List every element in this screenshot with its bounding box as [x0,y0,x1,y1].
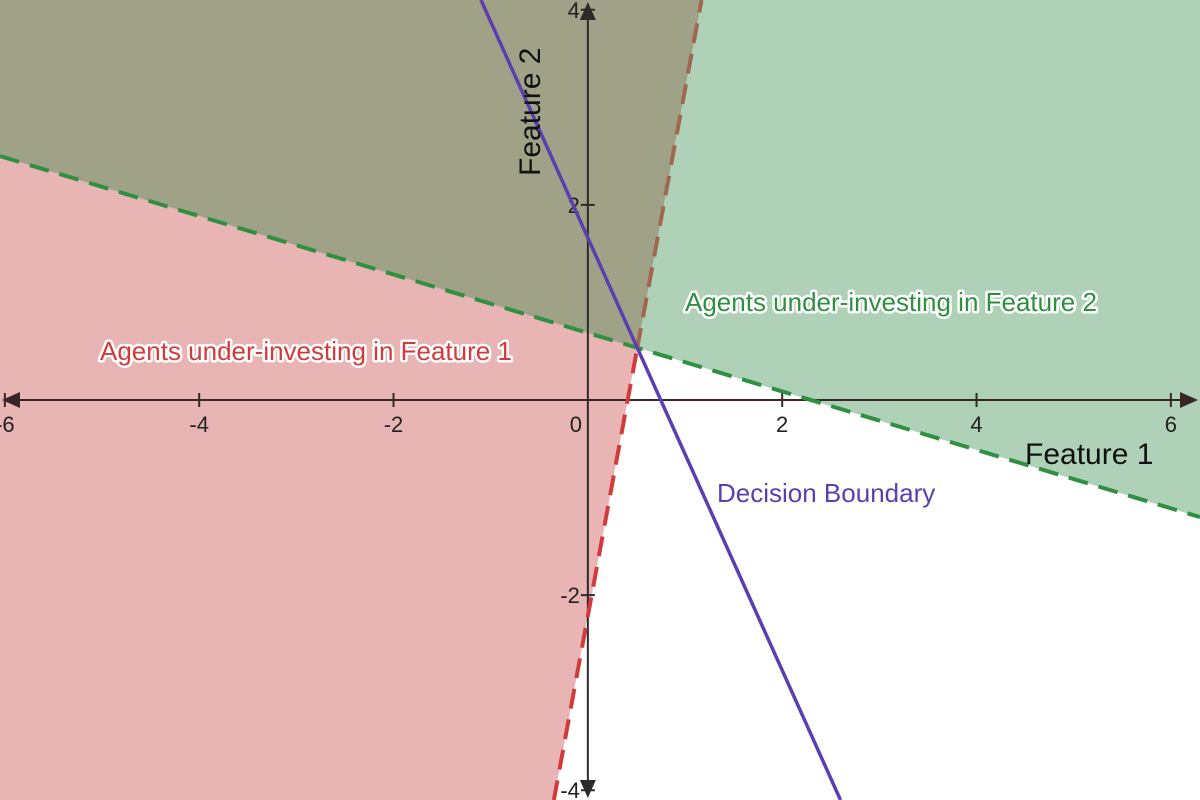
y-axis-title: Feature 2 [514,48,547,176]
region-label-feature-2: Agents under-investing in Feature 2 [685,287,1097,317]
y-axis-arrow-bottom [579,780,596,798]
x-tick-label: -6 [0,412,15,437]
region-overlap [0,0,702,348]
x-tick-label: 2 [776,412,788,437]
x-tick-label: 6 [1165,412,1177,437]
y-tick-label: 4 [568,0,580,23]
x-axis-arrow-left [2,392,20,408]
red-dashed-line [551,347,640,800]
x-tick-label: -4 [189,412,209,437]
decision-boundary-line [479,0,843,800]
region-label-feature-1: Agents under-investing in Feature 1 [100,336,512,366]
x-axis-arrow-right [1180,392,1198,408]
x-tick-label: 4 [970,412,982,437]
x-tick-label: 0 [570,412,582,437]
decision-boundary-label: Decision Boundary [717,478,935,508]
x-tick-label: -2 [384,412,404,437]
green-dashed-line [0,154,1200,519]
y-tick-label: -4 [560,778,580,800]
y-axis-arrow-top [579,2,596,20]
x-axis-title: Feature 1 [1025,438,1153,471]
y-tick-label: -2 [560,583,580,608]
red-dashed-line-overlap [635,0,704,349]
